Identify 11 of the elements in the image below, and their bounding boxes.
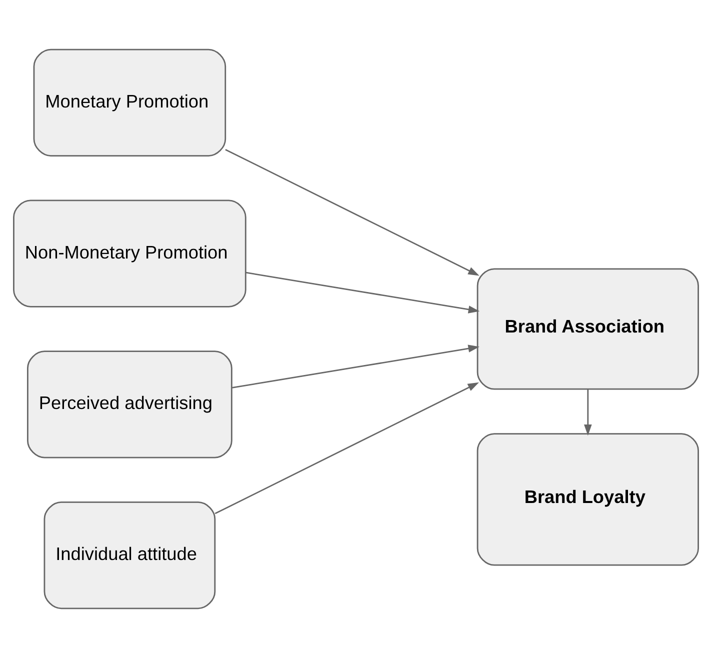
arrow [232,344,480,388]
arrow [584,389,592,436]
node-box: Brand Loyalty [476,433,699,566]
node-box: Perceived advertising [27,350,232,458]
arrow [246,272,480,314]
node-box: Monetary Promotion [33,48,226,156]
node-box: Brand Association [476,268,699,390]
node-box: Individual attitude [44,502,216,610]
node-box: Non-Monetary Promotion [13,200,246,308]
arrow [214,382,480,514]
arrow [225,148,480,276]
